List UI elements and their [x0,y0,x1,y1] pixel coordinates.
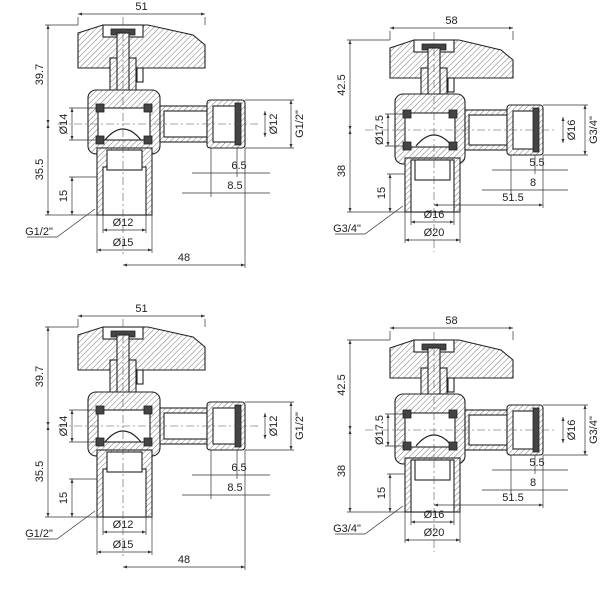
dim-outlet-diameter: Ø12 [268,416,280,437]
dim-nut-1: 5.5 [529,157,544,169]
label-tail-thread: G1/2" [25,226,53,238]
dim-width: 58 [445,315,457,327]
dim-outlet-diameter: Ø16 [566,420,578,441]
dim-tail-inner-diameter: Ø12 [113,519,134,531]
tail-bore [102,468,147,518]
seat-seal [448,409,458,419]
dim-reach: 51.5 [502,492,523,504]
dim-nut-2: 8.5 [227,482,242,494]
dim-reach: 51.5 [502,192,523,204]
dim-ball-diameter: Ø17.5 [374,115,386,145]
dim-width: 58 [445,15,457,27]
dim-tail-outer-diameter: Ø20 [424,227,445,239]
seat-seal [143,135,153,145]
dim-tail-outer-diameter: Ø15 [113,539,134,551]
dim-thread-length: 15 [58,492,70,504]
seat-seal [448,109,458,119]
dim-height-top: 42.5 [336,74,348,95]
dim-nut-2: 8.5 [227,180,242,192]
dim-width: 51 [135,303,147,315]
dim-outlet-diameter: Ø12 [268,114,280,135]
dim-thread-length: 15 [376,187,388,199]
tail-bore [102,166,147,216]
dim-outlet-thread: G1/2" [294,412,306,440]
dim-outlet-thread: G1/2" [294,110,306,138]
thread-leader [335,205,404,235]
dim-height-bottom: 35.5 [34,461,46,482]
dim-nut-2: 8 [530,477,536,489]
seat-seal [448,141,458,151]
dim-ball-diameter: Ø17.5 [374,415,386,445]
dim-ball-diameter: Ø14 [58,114,70,135]
thread-leader [27,510,96,540]
dim-tail-outer-diameter: Ø20 [424,527,445,539]
thread-leader [27,208,96,238]
seat-seal [143,405,153,415]
dim-nut-1: 6.5 [231,462,246,474]
dim-tail-inner-diameter: Ø16 [424,209,445,221]
tail-inner [414,159,451,181]
dim-nut-1: 5.5 [529,457,544,469]
dim-height-top: 39.7 [34,366,46,387]
stop-pin [447,377,455,393]
dim-thread-length: 15 [376,487,388,499]
dim-outlet-thread: G3/4" [588,116,600,144]
dim-height-top: 39.7 [34,64,46,85]
dim-nut-2: 8 [530,177,536,189]
dim-tail-outer-diameter: Ø15 [113,237,134,249]
label-tail-thread: G3/4" [333,223,361,235]
stop-pin [447,77,455,93]
tail-inner [106,149,143,171]
dim-height-bottom: 38 [336,165,348,177]
seat-seal [448,441,458,451]
dim-nut-1: 6.5 [231,160,246,172]
seat-seal [143,103,153,113]
dim-reach: 48 [178,252,190,264]
label-tail-thread: G3/4" [333,523,361,535]
tail-inner [414,459,451,481]
label-tail-thread: G1/2" [25,528,53,540]
stop-pin [136,67,144,83]
dim-tail-inner-diameter: Ø16 [424,509,445,521]
dim-height-top: 42.5 [336,374,348,395]
dim-tail-inner-diameter: Ø12 [113,217,134,229]
dim-reach: 48 [178,554,190,566]
dim-outlet-diameter: Ø16 [566,120,578,141]
dim-outlet-thread: G3/4" [588,416,600,444]
dim-height-bottom: 38 [336,465,348,477]
dim-width: 51 [135,1,147,13]
dim-thread-length: 15 [58,190,70,202]
dim-height-bottom: 35.5 [34,159,46,180]
dim-ball-diameter: Ø14 [58,416,70,437]
stop-pin [136,369,144,385]
seat-seal [143,437,153,447]
thread-leader [335,505,404,535]
tail-inner [106,451,143,473]
